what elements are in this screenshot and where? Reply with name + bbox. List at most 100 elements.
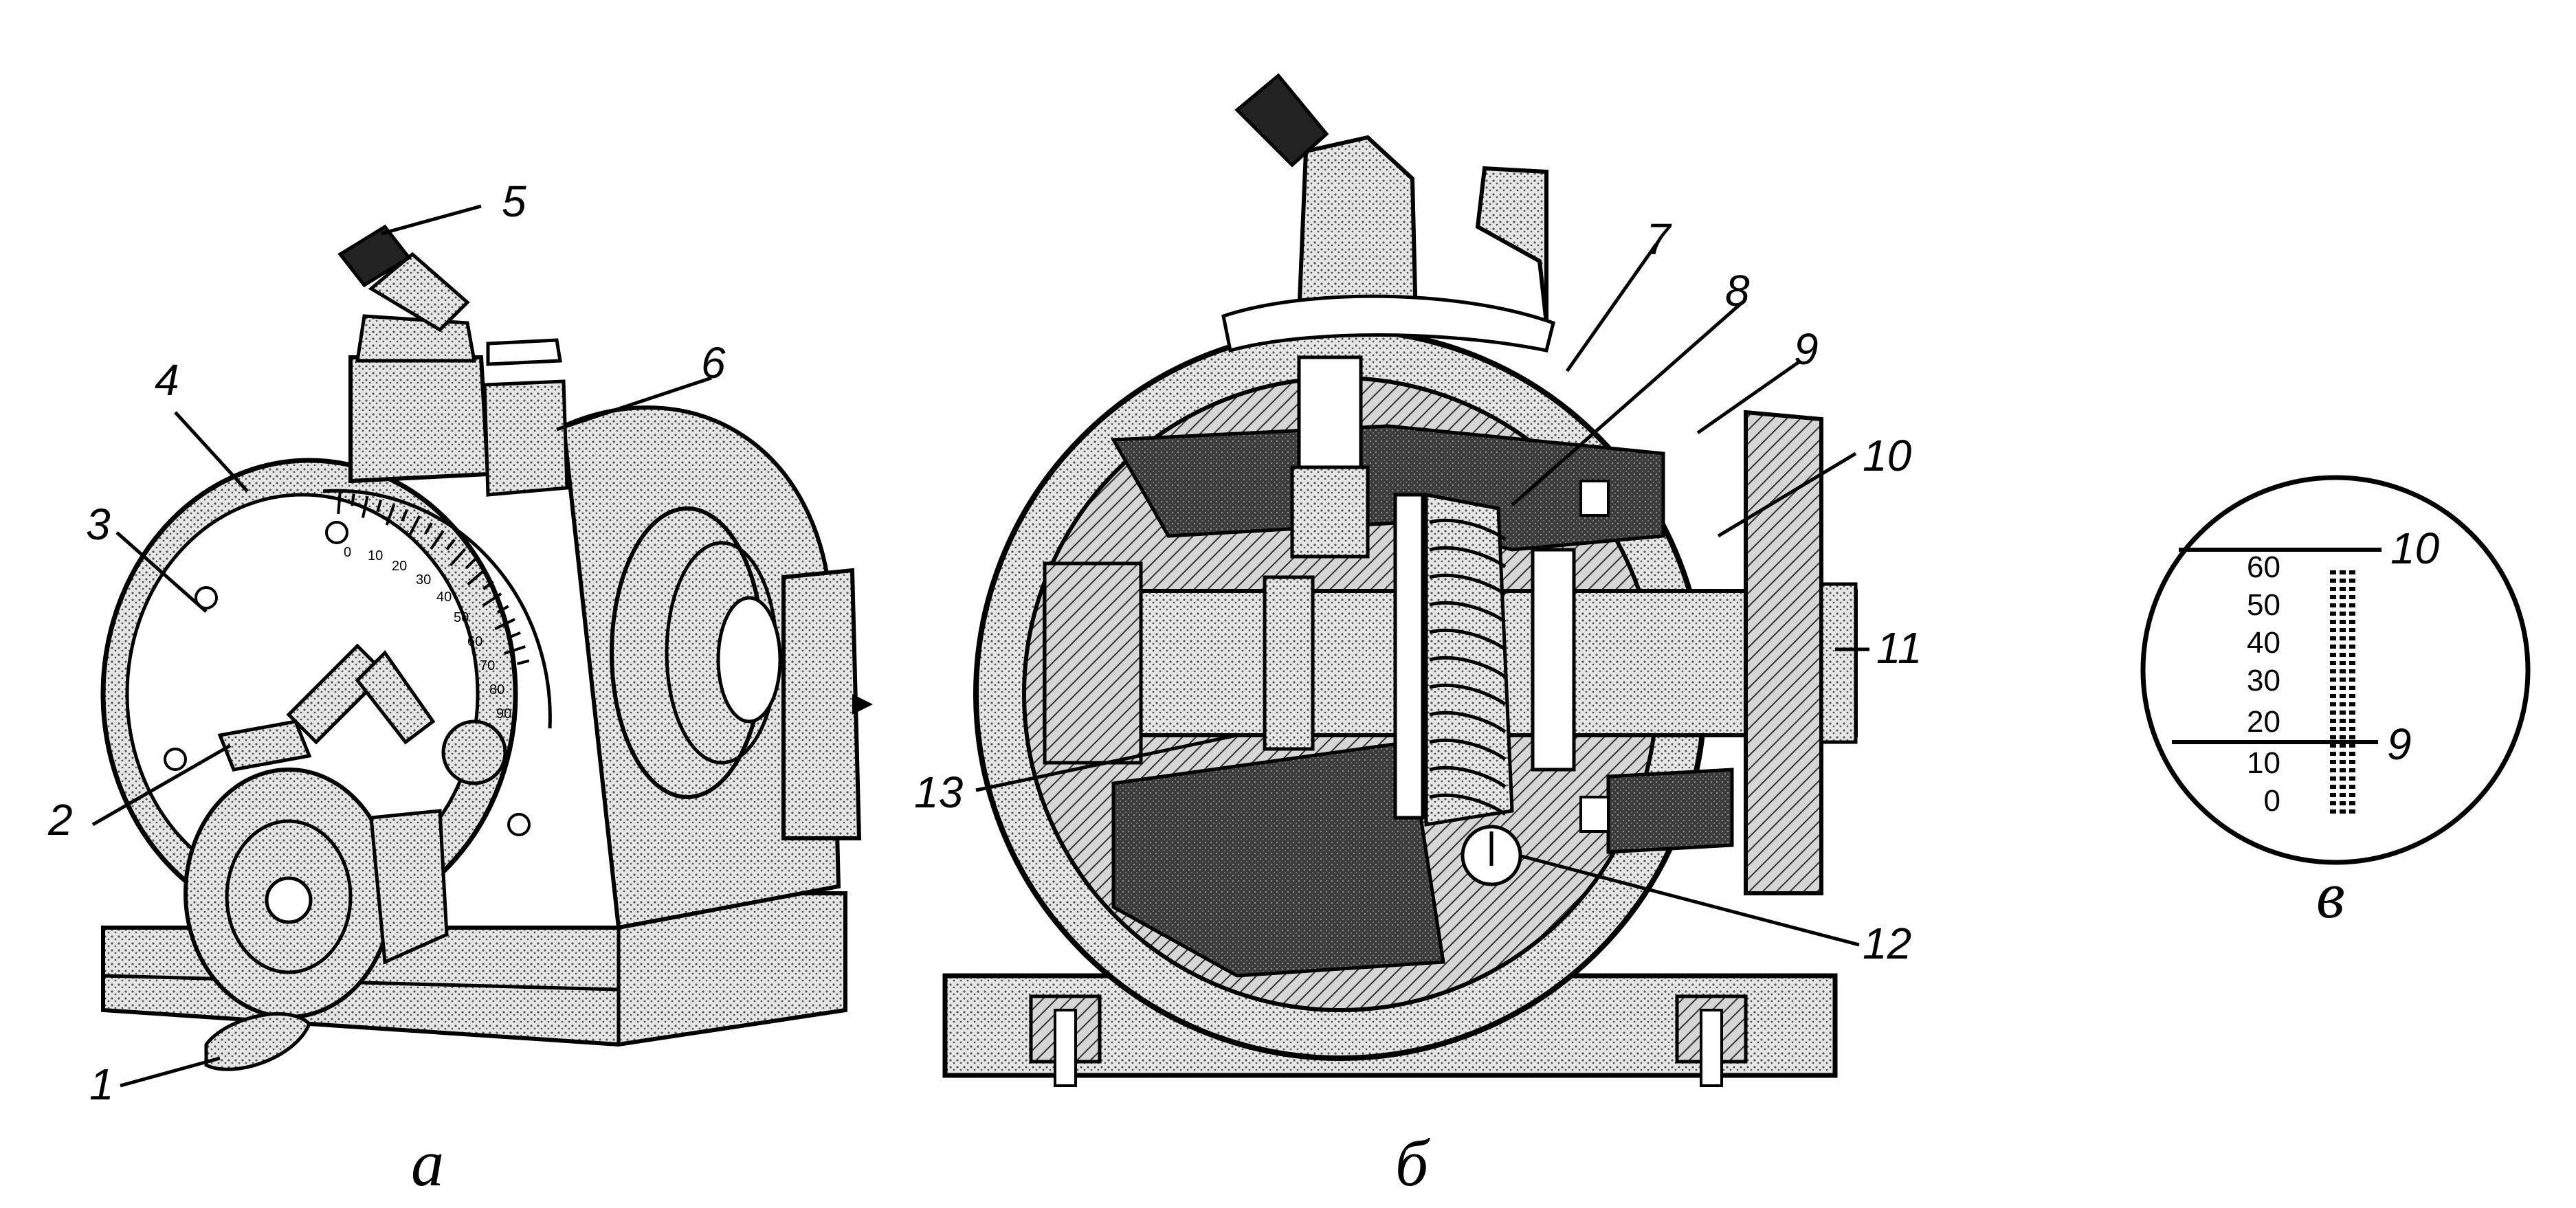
dial-tick — [482, 592, 502, 607]
worm-thread — [1429, 656, 1507, 679]
dial-tick — [497, 605, 509, 614]
leaders-a — [91, 204, 712, 1088]
dial-tick — [408, 515, 421, 537]
scale-dash — [2340, 612, 2346, 616]
scale-dash — [2340, 694, 2346, 698]
worm-thread — [1429, 765, 1507, 789]
scale-dash — [2340, 793, 2346, 797]
dial-tick — [337, 491, 342, 515]
panel-label-a: а — [411, 1126, 444, 1200]
dial-tick-label: 80 — [489, 682, 504, 697]
scale-dash — [2349, 776, 2355, 781]
scale-dash — [2330, 570, 2336, 574]
scale-dash — [2330, 785, 2336, 789]
scale-dash — [2340, 587, 2346, 591]
scale-dash — [2349, 603, 2355, 607]
scale-dash — [2340, 735, 2346, 739]
scale-dash — [2330, 661, 2336, 665]
dial-tick — [494, 618, 515, 630]
scale-dash — [2340, 661, 2346, 665]
scale-dash — [2349, 579, 2355, 583]
scale-dash — [2330, 809, 2336, 814]
scale-number: 30 — [2247, 664, 2280, 697]
scale-dash — [2340, 776, 2346, 781]
scale-dash — [2330, 669, 2336, 673]
scale-dash — [2330, 760, 2336, 764]
scale-dash — [2349, 760, 2355, 764]
scale-dash — [2330, 587, 2336, 591]
section-eyepiece — [1234, 73, 1329, 168]
scale-dash — [2330, 702, 2336, 706]
dial-tick — [351, 493, 355, 506]
scale-number: 40 — [2247, 626, 2280, 660]
scale-tick-marks — [2330, 570, 2355, 814]
scale-dash — [2349, 793, 2355, 797]
dial-tick — [504, 645, 526, 655]
scale-dash — [2349, 785, 2355, 789]
scale-dash — [2340, 702, 2346, 706]
panel-label-c: в — [2316, 858, 2345, 932]
scale-dash — [2340, 809, 2346, 814]
scale-number: 20 — [2247, 705, 2280, 739]
dial-tick — [482, 580, 494, 590]
scale-dash — [2330, 768, 2336, 772]
dial-tick — [385, 504, 396, 526]
scale-dash — [2340, 760, 2346, 764]
dial-tick — [361, 495, 369, 518]
dial-tick-label: 0 — [344, 545, 351, 560]
panel-labels: а б в — [411, 858, 2345, 1200]
scale-numbers: 60 50 40 30 20 10 0 10 9 — [2247, 524, 2440, 818]
worm-thread — [1429, 683, 1507, 706]
dial-ticks — [337, 491, 530, 665]
clamp-knob-6 — [482, 379, 569, 497]
leaders-b — [975, 243, 1869, 947]
scale-dash — [2340, 595, 2346, 599]
callout-10: 10 — [1863, 431, 1912, 480]
scale-dash — [2349, 661, 2355, 665]
scale-dash — [2330, 727, 2336, 731]
dial-tick — [424, 522, 433, 535]
end-flange — [1744, 410, 1823, 895]
scale-dash — [2330, 603, 2336, 607]
crank-hub — [441, 719, 507, 785]
callout-5: 5 — [502, 177, 526, 226]
callout-2: 2 — [47, 795, 73, 845]
dial-tick — [445, 539, 456, 550]
scale-dash — [2330, 636, 2336, 640]
dial-tick — [465, 558, 476, 569]
scale-dash — [2330, 595, 2336, 599]
scale-dash — [2340, 768, 2346, 772]
scale-dash — [2340, 801, 2346, 805]
scale-dash — [2340, 645, 2346, 649]
scale-dash — [2349, 628, 2355, 632]
scale-dash — [2349, 809, 2355, 814]
dial-tick-label: 40 — [436, 590, 452, 605]
scale-dash — [2349, 719, 2355, 723]
dial-tick-label: 60 — [467, 634, 482, 649]
scale-dash — [2340, 752, 2346, 756]
callout-8: 8 — [1725, 266, 1750, 315]
scale-dash — [2349, 768, 2355, 772]
scale-dash — [2330, 579, 2336, 583]
dial-tick — [401, 508, 408, 522]
worm-thread — [1429, 601, 1507, 624]
scale-dash — [2340, 579, 2346, 583]
callout-12: 12 — [1863, 919, 1911, 968]
dial-tick — [376, 499, 383, 513]
scale-number: 60 — [2247, 550, 2280, 584]
scale-dash — [2340, 620, 2346, 624]
scale-dash — [2349, 694, 2355, 698]
spindle-nose — [781, 568, 862, 840]
worm-wheel — [1393, 493, 1425, 820]
panel-label-b: б — [1395, 1126, 1430, 1200]
figure-c-scale-view — [2140, 475, 2531, 865]
scale-dash — [2340, 603, 2346, 607]
scale-dash — [2349, 636, 2355, 640]
spindle-end-11 — [1819, 582, 1858, 744]
dial-tick-label: 10 — [368, 548, 383, 563]
worm-thread — [1429, 738, 1507, 761]
callout-7: 7 — [1646, 214, 1672, 264]
dial-tick — [508, 631, 521, 639]
scale-dash — [2349, 686, 2355, 690]
